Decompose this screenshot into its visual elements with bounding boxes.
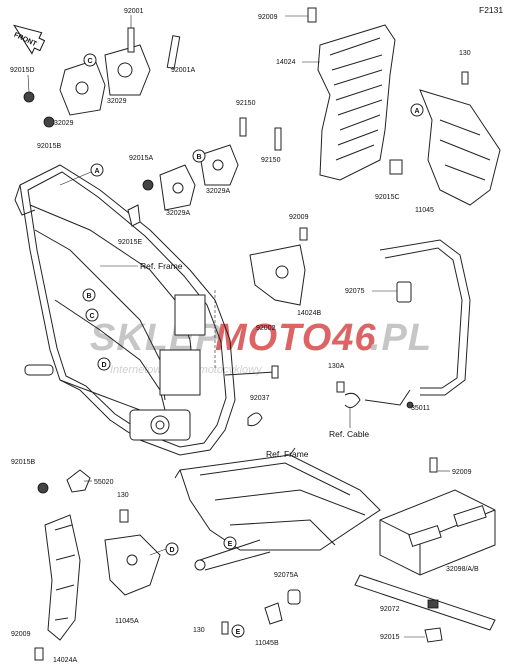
part-label-92009-top: 92009: [258, 14, 278, 21]
lower-left-parts: [34, 469, 161, 661]
footrest-bar-35011: [364, 239, 471, 409]
circle-letter-c-top: C: [87, 58, 92, 65]
cable-guide: [247, 381, 361, 427]
diagram-code: F2131: [479, 5, 503, 15]
part-label-92015c: 92015C: [375, 194, 400, 201]
ref-frame-label-1: Ref. Frame: [140, 261, 183, 271]
part-label-92015b-top: 92015B: [37, 143, 61, 150]
part-label-130-top: 130: [459, 50, 471, 57]
part-label-11045a: 11045A: [115, 618, 139, 625]
part-label-92001a: 92001A: [171, 67, 195, 74]
main-frame: [14, 164, 236, 456]
part-label-32029a-1: 32029A: [206, 188, 230, 195]
part-label-32029-2: 32029: [54, 120, 74, 127]
part-label-14024a: 14024A: [53, 657, 77, 664]
radiator-bracket-11045: [389, 71, 501, 206]
circle-letter-e-1: E: [228, 541, 233, 548]
ref-cable-label: Ref. Cable: [329, 429, 369, 439]
part-label-11045: 11045: [415, 207, 434, 214]
watermark-brand-red: MOTO46: [215, 317, 377, 359]
circle-letter-b-bracket: B: [196, 154, 201, 161]
circle-letter-c-frame: C: [89, 313, 94, 320]
circle-letter-d-frame: D: [101, 362, 106, 369]
circle-letter-a-top: A: [414, 108, 419, 115]
part-label-11045b: 11045B: [255, 640, 279, 647]
circle-letter-e-2: E: [236, 629, 241, 636]
part-label-130a: 130A: [328, 363, 345, 370]
front-arrow-icon: FRONT: [13, 24, 46, 55]
circle-letter-d-bracket: D: [169, 547, 174, 554]
circle-letter-a-frame: A: [94, 168, 99, 175]
part-label-92009-bot: 92009: [11, 631, 31, 638]
battery-case-32098: [379, 457, 496, 576]
bottom-center-parts: [221, 589, 301, 635]
circle-letter-b-frame: B: [86, 293, 91, 300]
part-label-130-bot: 130: [193, 627, 205, 634]
part-label-92075: 92075: [345, 288, 365, 295]
part-label-32029a-2: 32029A: [166, 210, 190, 217]
part-label-92015e: 92015E: [118, 239, 142, 246]
ref-frame-label-2: Ref. Frame: [266, 449, 309, 459]
sprocket-cover-14024b: [249, 227, 308, 306]
battery-strap-92072: [354, 574, 496, 643]
part-label-92015d: 92015D: [10, 67, 35, 74]
part-label-92037: 92037: [250, 395, 270, 402]
engine-bracket-32029-set: [23, 27, 181, 128]
sub-frame-lower: [174, 447, 381, 571]
radiator-guard-14024: [307, 7, 396, 181]
part-label-92015a: 92015A: [129, 155, 153, 162]
part-label-14024: 14024: [276, 59, 296, 66]
part-label-32029-1: 32029: [107, 98, 127, 105]
part-label-92075a: 92075A: [274, 572, 298, 579]
engine-bracket-32029a-set: [127, 117, 282, 227]
part-label-92072: 92072: [380, 606, 400, 613]
part-label-92009-mid: 92009: [289, 214, 309, 221]
part-label-32098ab: 32098/A/B: [446, 566, 479, 573]
watermark-domain: .PL: [370, 317, 432, 359]
part-label-130-mid: 130: [117, 492, 129, 499]
part-label-14024b: 14024B: [297, 310, 321, 317]
long-bolt-92002: [224, 365, 279, 379]
part-label-92150-1: 92150: [236, 100, 256, 107]
part-label-35011: 35011: [411, 405, 430, 412]
part-label-92015b-bot: 92015B: [11, 459, 35, 466]
part-label-92002: 92002: [256, 325, 276, 332]
part-label-92150-2: 92150: [261, 157, 281, 164]
part-label-92015: 92015: [380, 634, 400, 641]
part-label-92001: 92001: [124, 8, 144, 15]
part-label-55020: 55020: [94, 479, 114, 486]
part-label-92009-right: 92009: [452, 469, 472, 476]
